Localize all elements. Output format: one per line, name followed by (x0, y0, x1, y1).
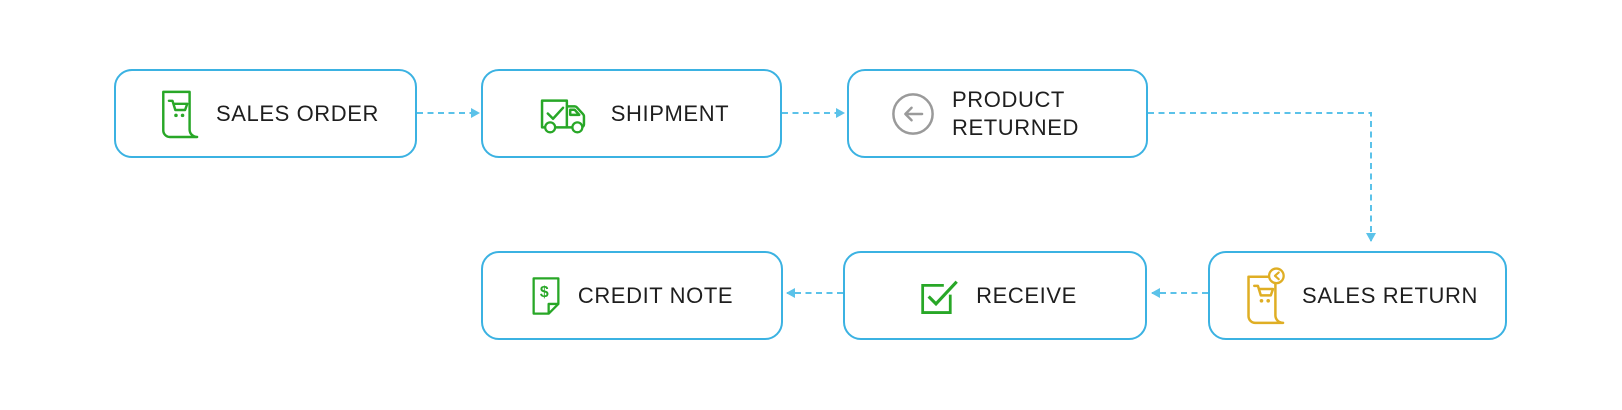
node-label: SALES ORDER (215, 100, 380, 126)
node-shipment: SHIPMENT (481, 69, 782, 158)
sales-order-cart-scroll-icon (162, 90, 199, 139)
node-label: RECEIVE (976, 282, 1077, 308)
sales-return-cart-scroll-badge-icon (1247, 266, 1285, 324)
receive-checkbox-icon (921, 280, 958, 314)
node-credit-note: $ CREDIT NOTE (481, 251, 783, 340)
svg-text:$: $ (540, 283, 549, 300)
node-label: PRODUCT RETURNED (952, 86, 1080, 140)
node-label: SALES RETURN (1302, 282, 1478, 308)
edge-product-returned-to-sales-return (1148, 112, 1376, 242)
node-sales-order: SALES ORDER (114, 69, 417, 158)
node-label: SHIPMENT (610, 100, 730, 126)
shipment-truck-check-icon (540, 98, 585, 133)
node-label: CREDIT NOTE (577, 282, 734, 308)
node-receive: RECEIVE (843, 251, 1147, 340)
node-product-returned: PRODUCT RETURNED (847, 69, 1148, 158)
credit-note-dollar-page-icon: $ (532, 276, 560, 315)
node-sales-return: SALES RETURN (1208, 251, 1507, 340)
product-returned-arrow-left-circle-icon (892, 92, 934, 135)
